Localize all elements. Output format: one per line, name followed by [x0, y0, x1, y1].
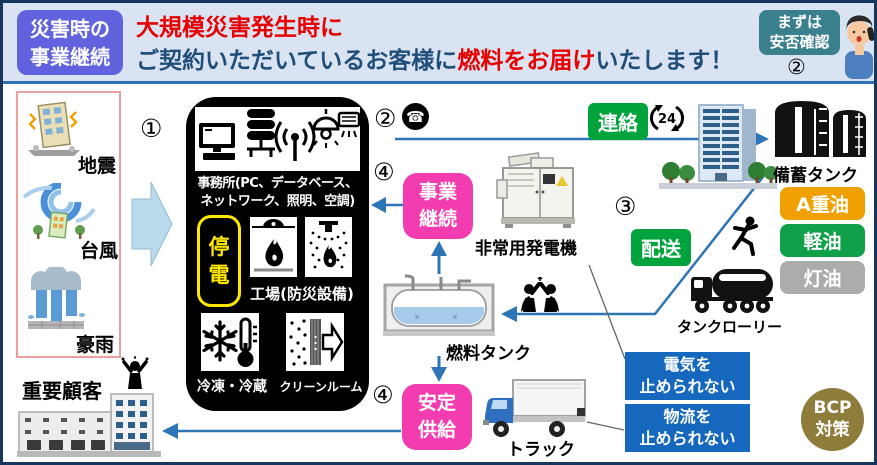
headline-line2: ご契約いただいているお客様に燃料をお届けいたします！ [136, 41, 733, 75]
fuel-type-kerosene: 灯油 [780, 261, 865, 294]
phone-icon: ☎ [402, 103, 429, 130]
cleanroom-label: クリーンルーム [279, 380, 363, 394]
business-continuity-badge: 事業 継続 [403, 173, 473, 239]
delivery-truck-illustration [483, 379, 586, 437]
facility-black-box: 事務所(PC、データベース、 ネットワーク、照明、空調) 停 電 [186, 97, 369, 411]
flow-arrows-layer [131, 131, 769, 439]
freezer-icon [202, 317, 257, 367]
fuel-type-a-heavy-oil: A重油 [780, 187, 865, 220]
earthquake-icon [28, 101, 80, 156]
no-stop-power-box: 電気を 止められない [625, 352, 750, 400]
delivery-badge: 配送 [631, 229, 691, 266]
running-person-icon [732, 216, 758, 256]
svg-text:24: 24 [658, 112, 676, 127]
step-2-number: ② [374, 104, 397, 133]
earthquake-label: 地震 [78, 155, 117, 177]
safety-step-number: ② [787, 55, 806, 79]
heavy-rain-label: 豪雨 [76, 334, 115, 356]
bcp-measures-badge: BCP 対策 [801, 388, 864, 451]
block-arrow-right [131, 181, 173, 267]
sprinkler-tile [305, 217, 352, 277]
customer-factory-illustration [17, 393, 161, 457]
generator-label: 非常用発電機 [475, 239, 577, 259]
fire-alarm-tile [250, 217, 297, 277]
disaster-box: 地震 台風 豪雨 [16, 91, 121, 358]
step-3-number: ③ [614, 192, 637, 221]
important-customer-label: 重要顧客 [22, 379, 102, 403]
fire-alarm-icon [252, 219, 295, 272]
headline-line1: 大規模災害発生時に [136, 15, 343, 41]
office-label: 事務所(PC、データベース、 ネットワーク、照明、空調) [197, 176, 358, 209]
delivery-truck-label: トラック [507, 440, 575, 460]
high-five-icon [521, 277, 559, 312]
header-band: 災害時の 事業継続 大規模災害発生時に ご契約いただいているお客様に燃料をお届け… [3, 3, 874, 84]
safety-check-badge: まずは 安否確認 [759, 10, 840, 55]
headline-line2-highlight: 燃料をお届け [457, 48, 596, 74]
typhoon-icon [22, 183, 96, 239]
freezer-tile [201, 313, 259, 371]
no-stop-logistics-box: 物流を 止められない [625, 404, 750, 452]
headline-line2-prefix: ご契約いただいているお客様に [136, 48, 458, 74]
24h-service-icon: 24 [649, 105, 685, 131]
tanker-truck-icon [691, 269, 773, 313]
fuel-tank-label: 燃料タンク [446, 344, 531, 364]
office-equipment-panel [195, 107, 360, 171]
freezer-label: 冷凍・冷蔵 [197, 379, 267, 395]
cleanroom-icon [289, 319, 344, 366]
office-building-illustration [659, 104, 777, 189]
contact-badge: 連絡 [588, 103, 648, 140]
power-outage-badge: 停 電 [197, 215, 241, 307]
cheering-person-icon [121, 356, 149, 389]
cleanroom-tile [286, 313, 344, 371]
headline-line2-suffix: いたします！ [595, 48, 734, 74]
person-on-phone-icon [845, 15, 874, 79]
factory-safety-label: 工場(防災設備) [250, 285, 354, 303]
sprinkler-icon [309, 221, 348, 269]
step-4-number-top: ④ [373, 158, 395, 186]
generator-illustration [496, 152, 575, 228]
tanker-truck-label: タンクローリー [677, 318, 783, 336]
step-1-number: ① [140, 114, 163, 143]
storage-tank-label: 備蓄タンク [773, 166, 858, 186]
fuel-type-diesel: 軽油 [780, 224, 865, 257]
typhoon-label: 台風 [80, 240, 119, 262]
title-badge: 災害時の 事業継続 [17, 10, 123, 75]
stable-supply-badge: 安定 供給 [402, 384, 472, 450]
heavy-rain-icon [28, 267, 85, 329]
step-4-number-bottom: ④ [372, 381, 394, 409]
office-equipment-icons [199, 109, 360, 161]
fuel-tank-illustration [383, 274, 495, 336]
storage-tank-icon [775, 101, 866, 157]
